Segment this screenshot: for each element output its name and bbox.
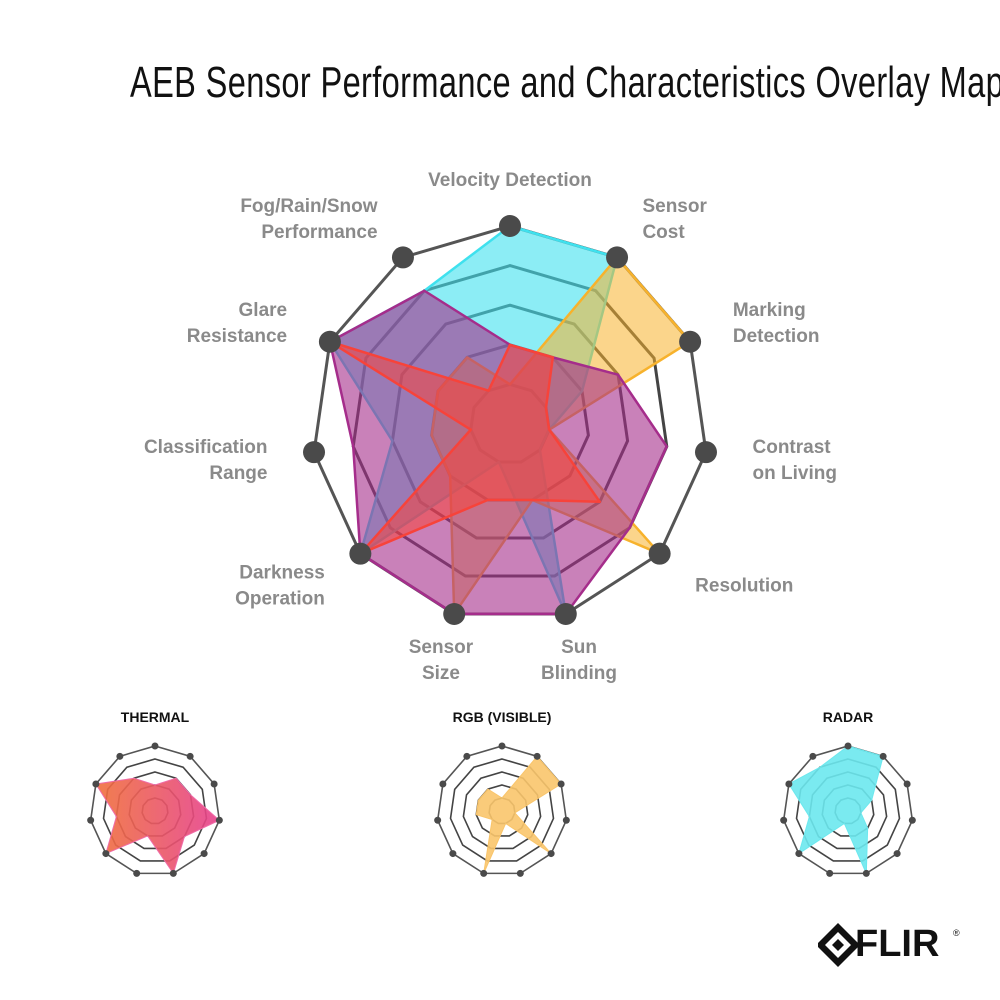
axis-vertex-dot	[893, 850, 901, 858]
axis-vertex-dot	[116, 752, 124, 760]
axis-vertex-dot	[879, 752, 887, 760]
axis-vertex-dot	[303, 441, 326, 464]
axis-vertex-dot	[133, 869, 141, 877]
axis-vertex-dot	[562, 816, 570, 824]
axis-vertex-dot	[102, 850, 110, 858]
axis-label: Velocity Detection	[428, 170, 592, 191]
mini-chart-title: RADAR	[823, 709, 874, 725]
axis-vertex-dot	[498, 742, 506, 750]
axis-vertex-dot	[169, 869, 177, 877]
axis-vertex-dot	[349, 542, 372, 565]
axis-vertex-dot	[557, 780, 565, 788]
axis-vertex-dot	[215, 816, 223, 824]
series-area-0	[95, 777, 220, 874]
axis-vertex-dot	[547, 850, 555, 858]
axis-vertex-dot	[694, 441, 717, 464]
series-area-3	[328, 340, 602, 555]
axis-vertex-dot	[480, 869, 488, 877]
axis-vertex-dot	[780, 816, 788, 824]
axis-vertex-dot	[443, 602, 466, 625]
axis-vertex-dot	[92, 780, 100, 788]
axis-vertex-dot	[648, 542, 671, 565]
axis-vertex-dot	[391, 246, 414, 269]
flir-logo-icon	[818, 923, 860, 967]
axis-vertex-dot	[606, 246, 629, 269]
axis-vertex-dot	[516, 869, 524, 877]
radar-thermal: THERMAL	[87, 709, 223, 877]
axis-vertex-dot	[200, 850, 208, 858]
axis-vertex-dot	[826, 869, 834, 877]
axis-vertex-dot	[785, 780, 793, 788]
axis-vertex-dot	[439, 780, 447, 788]
grid-ring	[782, 745, 914, 875]
axis-vertex-dot	[449, 850, 457, 858]
mini-chart-title: RGB (VISIBLE)	[453, 709, 552, 725]
logo-text: FLIR	[855, 923, 940, 965]
axis-label: Resolution	[695, 575, 793, 596]
series-area-0	[475, 755, 562, 874]
axis-vertex-dot	[908, 816, 916, 824]
axis-vertex-dot	[844, 742, 852, 750]
axis-vertex-dot	[87, 816, 95, 824]
axis-vertex-dot	[679, 330, 702, 353]
axis-vertex-dot	[499, 215, 521, 237]
logo-registered-mark: ®	[953, 928, 960, 938]
axis-vertex-dot	[318, 330, 341, 353]
axis-vertex-dot	[186, 752, 194, 760]
axis-vertex-dot	[533, 752, 541, 760]
axis-vertex-dot	[434, 816, 442, 824]
mini-chart-title: THERMAL	[121, 709, 190, 725]
radar-rgb-visible-: RGB (VISIBLE)	[434, 709, 570, 877]
axis-vertex-dot	[151, 742, 159, 750]
axis-vertex-dot	[862, 869, 870, 877]
series-area-0	[788, 745, 884, 874]
radar-radar: RADAR	[780, 709, 916, 877]
axis-vertex-dot	[210, 780, 218, 788]
grid-ring	[89, 745, 221, 875]
axis-vertex-dot	[903, 780, 911, 788]
axis-vertex-dot	[795, 850, 803, 858]
axis-vertex-dot	[463, 752, 471, 760]
axis-vertex-dot	[554, 602, 577, 625]
chart-title: AEB Sensor Performance and Characteristi…	[130, 58, 1000, 107]
axis-vertex-dot	[809, 752, 817, 760]
